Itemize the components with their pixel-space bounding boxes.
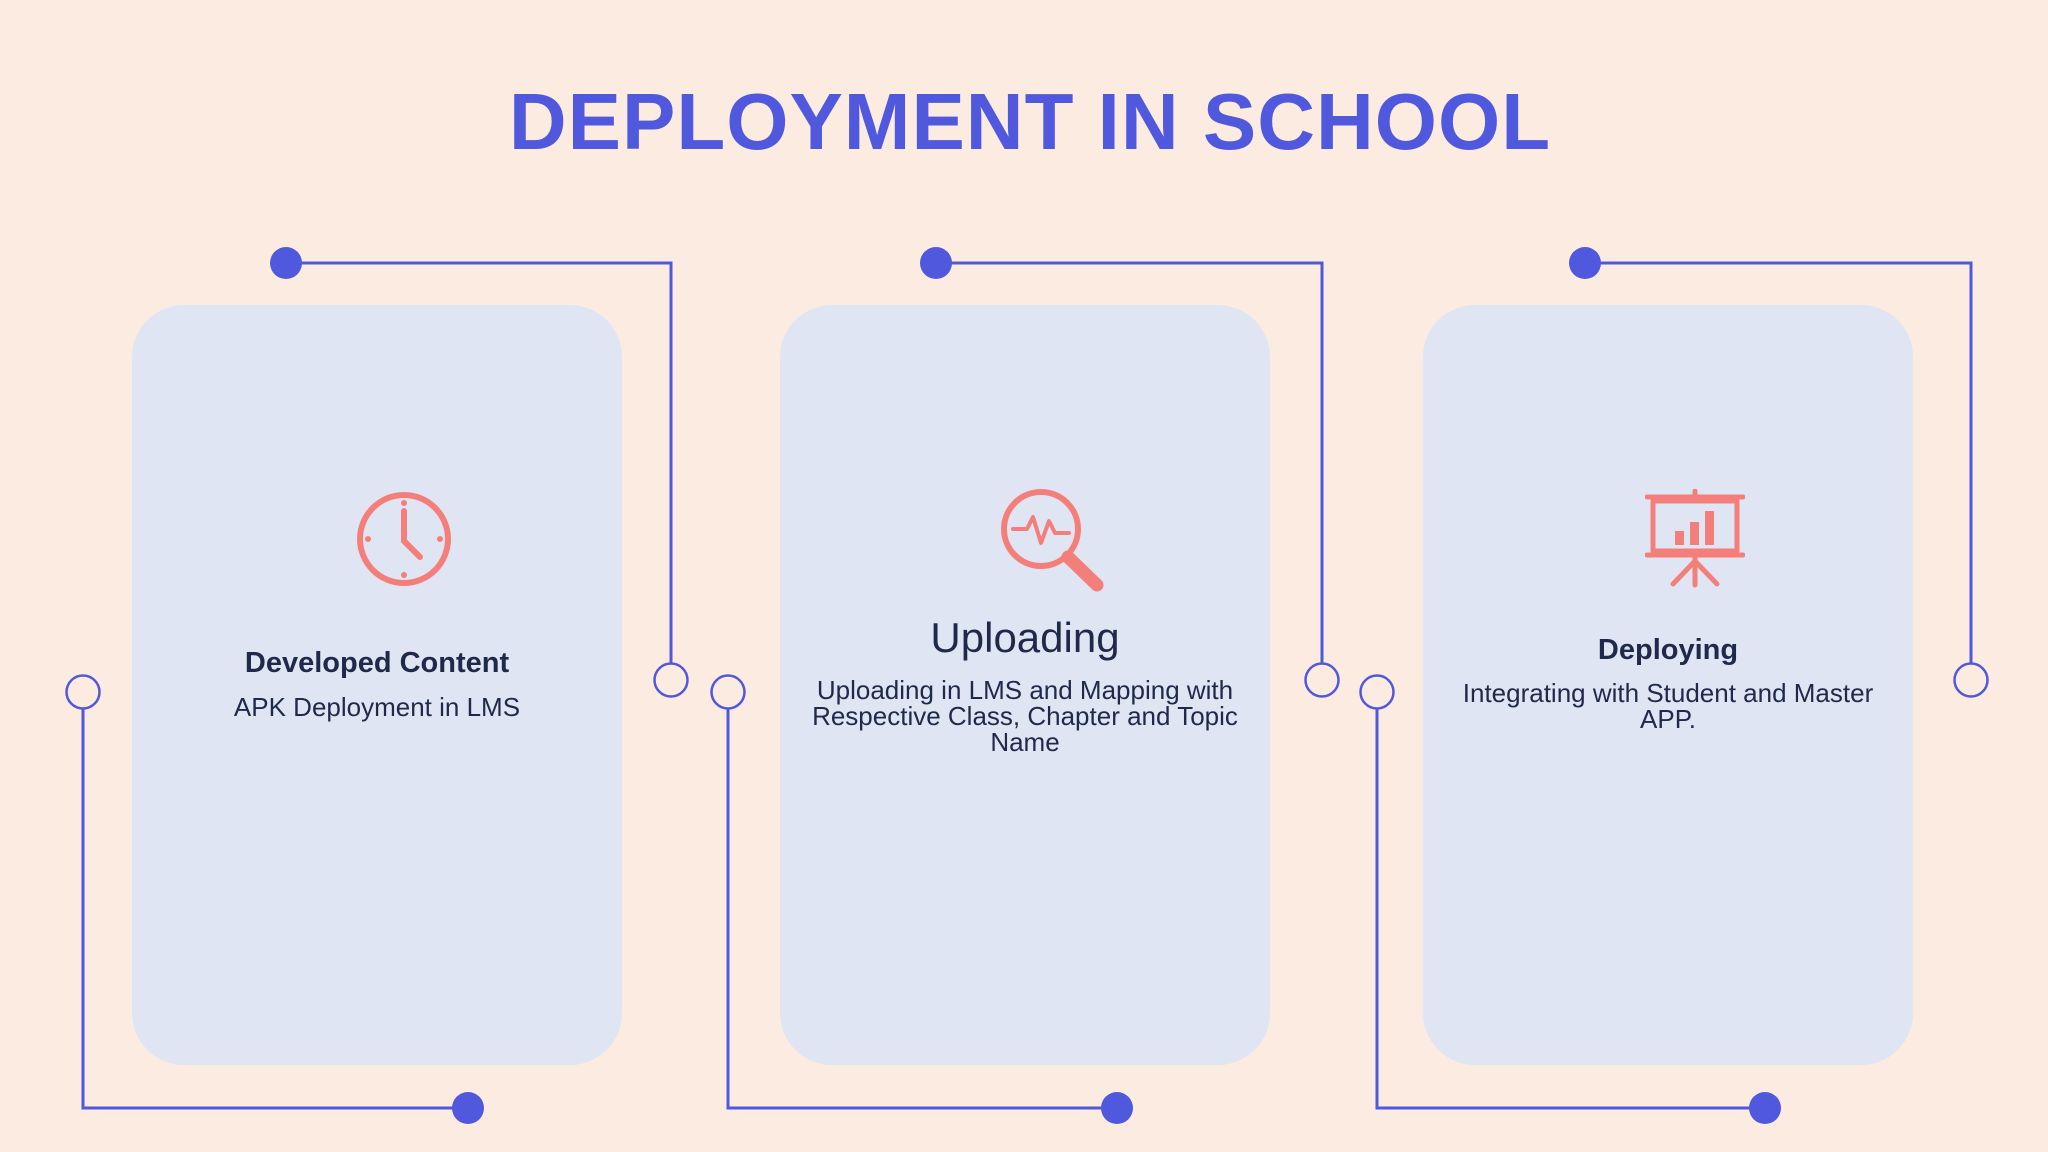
connector-dot-bottom-3	[1749, 1092, 1781, 1124]
connector-dot-top-2	[920, 247, 952, 279]
step-heading: Deploying	[1597, 634, 1739, 666]
connector-dot-top-1	[270, 247, 302, 279]
magnifier-pulse-icon	[1001, 489, 1104, 592]
connector-bottom-3	[1375, 705, 1765, 1110]
step-heading: Uploading	[930, 614, 1120, 661]
connector-ring-right-2	[1304, 662, 1340, 698]
connector-ring-left-1	[65, 674, 101, 710]
connector-ring-right-3	[1953, 662, 1989, 698]
connector-ring-right-1	[653, 662, 689, 698]
connector-ring-left-2	[710, 674, 746, 710]
step-description: APK Deployment in LMS	[233, 692, 521, 722]
connector-top-1	[286, 261, 673, 663]
step-description: Uploading in LMS and Mapping with Respec…	[812, 675, 1238, 757]
presentation-board-chart-icon	[1645, 489, 1745, 588]
connector-top-3	[1585, 261, 1973, 663]
connector-bottom-1	[81, 705, 468, 1110]
connector-ring-left-3	[1359, 674, 1395, 710]
connector-top-2	[936, 261, 1324, 663]
connector-dot-bottom-2	[1101, 1092, 1133, 1124]
step-card-deploying: Deploying Integrating with Student and M…	[1423, 305, 1913, 1065]
step-card-uploading: Uploading Uploading in LMS and Mapping w…	[780, 305, 1270, 1065]
step-description: Integrating with Student and Master APP.	[1462, 678, 1874, 734]
step-card-developed-content: Developed Content APK Deployment in LMS	[132, 305, 622, 1065]
connector-bottom-2	[726, 705, 1117, 1110]
connector-dot-bottom-1	[452, 1092, 484, 1124]
connector-dot-top-3	[1569, 247, 1601, 279]
step-heading: Developed Content	[244, 647, 510, 679]
clock-icon	[357, 492, 451, 586]
slide-title: DEPLOYMENT IN SCHOOL	[508, 77, 1552, 166]
